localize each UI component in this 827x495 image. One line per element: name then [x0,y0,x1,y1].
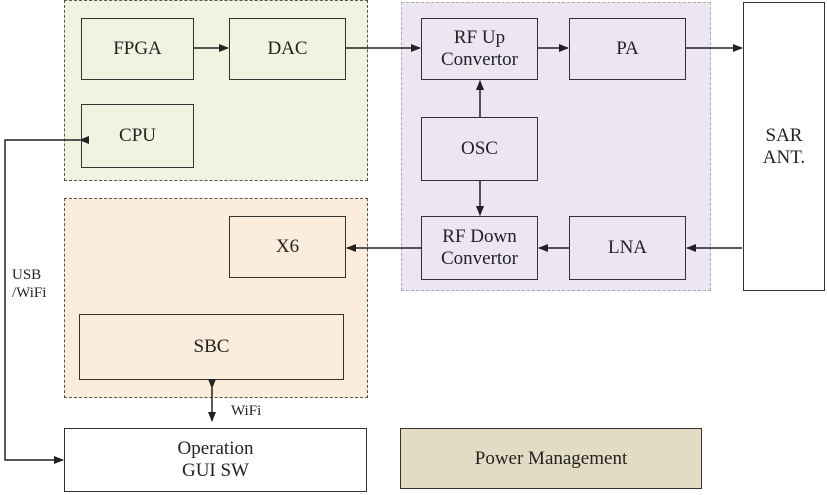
sar-antenna-block: SAR ANT. [743,2,825,291]
rf-up-convertor-block: RF Up Convertor [421,18,538,80]
usb-wifi-link [4,136,89,464]
power-management-block: Power Management [400,428,702,489]
rf-down-convertor-block: RF Down Convertor [421,216,538,280]
usb-wifi-label: USB /WiFi [12,267,47,301]
operation-gui-sw-block: Operation GUI SW [64,428,367,492]
wifi-label: WiFi [231,403,262,419]
fpga-block: FPGA [81,18,194,80]
pa-block: PA [569,18,686,80]
dac-block: DAC [229,18,346,80]
x6-block: X6 [229,216,346,278]
sbc-block: SBC [79,314,344,380]
osc-block: OSC [421,117,538,181]
lna-block: LNA [569,216,686,280]
cpu-block: CPU [81,104,194,168]
